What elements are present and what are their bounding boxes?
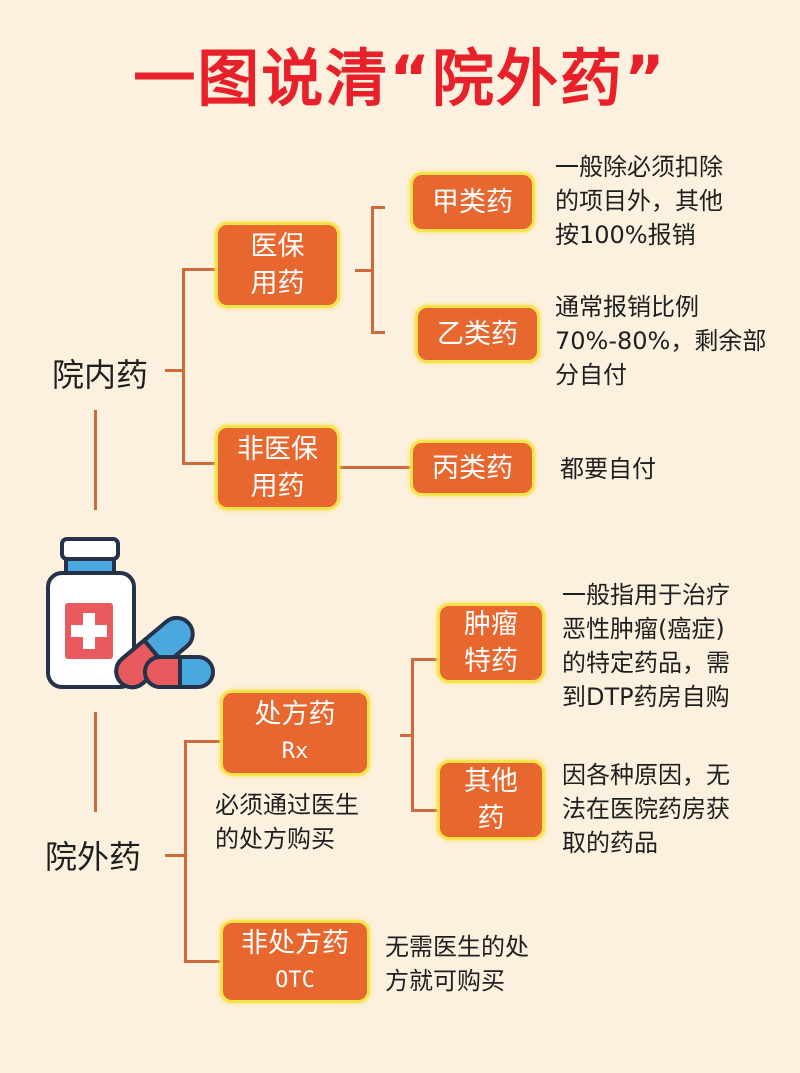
inner-hospital-label: 院内药 xyxy=(52,356,149,394)
box-text: 肿瘤 xyxy=(464,609,518,640)
desc-line: 一般除必须扣除 xyxy=(555,153,723,181)
desc-line: 因各种原因，无 xyxy=(562,761,730,789)
box-text: 其他 xyxy=(464,766,518,797)
desc-line: 恶性肿瘤(癌症) xyxy=(562,615,725,643)
other-drugs-box: 其他药 xyxy=(437,760,545,840)
desc-line: 的特定药品，需 xyxy=(562,649,730,677)
connector xyxy=(94,712,97,812)
connector xyxy=(184,740,220,743)
connector xyxy=(94,410,97,510)
desc-line: 70%-80%，剩余部 xyxy=(555,327,767,355)
desc-line: 的项目外，其他 xyxy=(555,187,723,215)
class-a-desc: 一般除必须扣除的项目外，其他按100%报销 xyxy=(555,150,723,252)
box-text: Rx xyxy=(281,739,309,764)
connector xyxy=(340,466,410,469)
connector xyxy=(184,960,220,963)
connector xyxy=(411,658,437,661)
desc-line: 分自付 xyxy=(555,361,627,389)
other-desc: 因各种原因，无法在医院药房获取的药品 xyxy=(562,758,730,860)
connector xyxy=(371,206,374,334)
insured-drugs-box: 医保用药 xyxy=(215,222,340,308)
desc-line: 法在医院药房获 xyxy=(562,795,730,823)
desc-line: 到DTP药房自购 xyxy=(562,683,730,711)
otc-drugs-box: 非处方药 OTC xyxy=(220,920,370,1003)
desc-line: 通常报销比例 xyxy=(555,293,699,321)
desc-line: 按100%报销 xyxy=(555,221,696,249)
otc-desc: 无需医生的处方就可购买 xyxy=(385,930,529,998)
tumor-drugs-box: 肿瘤特药 xyxy=(437,603,545,683)
prescription-drugs-box: 处方药 Rx xyxy=(220,690,370,776)
box-text: 处方药 xyxy=(254,699,336,730)
connector xyxy=(182,462,215,465)
connector xyxy=(400,734,413,737)
desc-line: 方就可购买 xyxy=(385,967,505,995)
box-text: 非处方药 xyxy=(241,927,349,959)
connector xyxy=(355,269,373,272)
box-text: OTC xyxy=(275,967,315,993)
box-text: 乙类药 xyxy=(437,318,518,350)
connector xyxy=(411,658,414,812)
tumor-desc: 一般指用于治疗恶性肿瘤(癌症) 的特定药品，需到DTP药房自购 xyxy=(562,578,730,714)
class-c-desc: 都要自付 xyxy=(560,452,656,486)
uninsured-drugs-box: 非医保用药 xyxy=(215,425,340,510)
box-text: 非医保 xyxy=(237,433,318,465)
class-b-desc: 通常报销比例 70%-80%，剩余部分自付 xyxy=(555,290,766,392)
connector xyxy=(165,369,183,372)
connector xyxy=(371,331,385,334)
class-a-box: 甲类药 xyxy=(410,172,535,232)
connector xyxy=(184,740,187,962)
desc-line: 的处方购买 xyxy=(215,825,335,853)
box-text: 丙类药 xyxy=(432,452,513,484)
desc-line: 一般指用于治疗 xyxy=(562,581,730,609)
class-c-box: 丙类药 xyxy=(410,440,535,496)
desc-line: 必须通过医生 xyxy=(215,791,359,819)
connector xyxy=(182,268,215,271)
box-text: 甲类药 xyxy=(432,186,513,218)
prescription-note: 必须通过医生的处方购买 xyxy=(215,788,359,856)
connector xyxy=(165,854,185,857)
box-text: 药 xyxy=(477,803,505,834)
connector xyxy=(411,809,437,812)
connector xyxy=(371,206,385,209)
desc-line: 都要自付 xyxy=(560,455,656,483)
outer-hospital-label: 院外药 xyxy=(45,838,142,876)
desc-line: 无需医生的处 xyxy=(385,933,529,961)
desc-line: 取的药品 xyxy=(562,829,658,857)
box-text: 特药 xyxy=(464,646,518,677)
page-title: 一图说清“院外药” xyxy=(133,42,667,115)
connector xyxy=(182,268,185,464)
box-text: 医保 xyxy=(250,231,305,262)
box-text: 用药 xyxy=(250,470,305,502)
box-text: 用药 xyxy=(250,268,305,299)
class-b-box: 乙类药 xyxy=(415,305,540,363)
medicine-bottle-and-pills-icon xyxy=(46,537,215,690)
